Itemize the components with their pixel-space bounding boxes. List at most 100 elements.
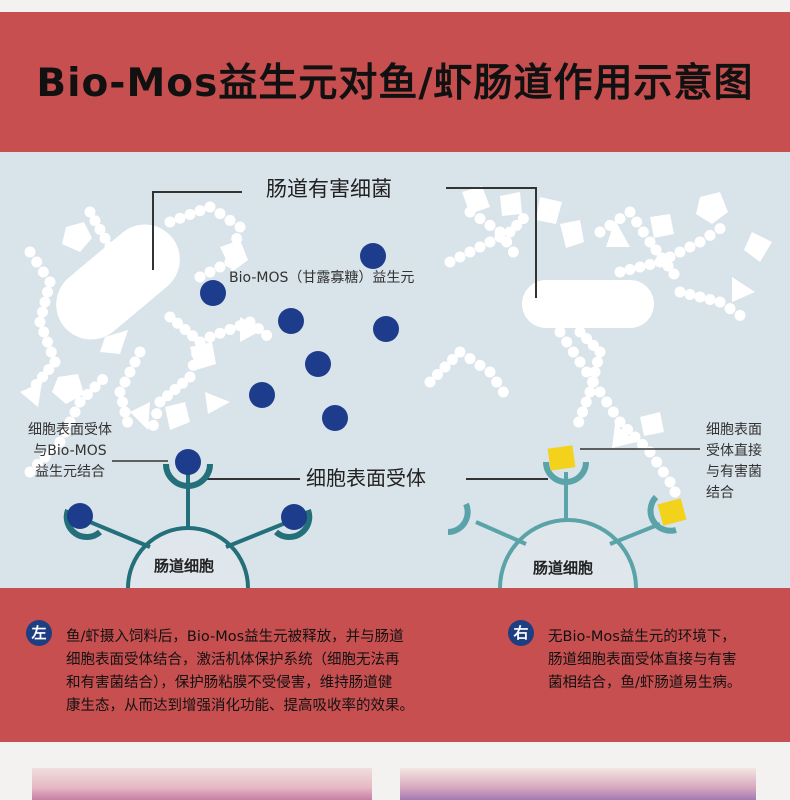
bacteria-bead <box>662 260 674 272</box>
pentagon-fragment <box>62 222 92 252</box>
bacteria-bead <box>637 439 648 450</box>
right-note-line-4: 结合 <box>706 485 734 501</box>
bacteria-fragments <box>20 186 772 448</box>
bacteria-bead <box>491 376 503 388</box>
bacteria-bead <box>594 386 606 398</box>
left-description-line: 康生态，从而达到增强消化功能、提高吸收率的效果。 <box>66 698 414 714</box>
bacteria-bead <box>657 466 669 478</box>
bacteria-bead <box>37 371 48 383</box>
right-description-line: 肠道细胞表面受体直接与有害 <box>548 652 737 668</box>
triangle-fragment <box>130 402 150 430</box>
square-fragment <box>650 214 674 238</box>
left-note-line-2: 与Bio-MOS <box>33 443 107 459</box>
triangle-fragment <box>732 277 755 302</box>
bacteria-bead <box>624 264 636 275</box>
bound-prebiotic-right <box>281 504 307 530</box>
bacteria-bead <box>38 326 50 338</box>
prebiotic-dot <box>305 351 331 377</box>
bacteria-bead <box>24 466 36 478</box>
bacteria-bead <box>454 251 466 263</box>
bacteria-bead <box>204 266 216 278</box>
bacteria-bead <box>734 309 746 321</box>
bacteria-bead <box>464 246 476 258</box>
bacteria-bead <box>122 416 133 428</box>
bacteria-chains <box>24 201 746 498</box>
triangle-fragment <box>205 392 230 414</box>
right-note-line-2: 受体直接 <box>706 443 762 459</box>
bacteria-bead <box>573 416 585 428</box>
bacteria-bead <box>42 286 53 298</box>
bacteria-bead <box>554 326 566 338</box>
bacteria-bead <box>714 223 726 235</box>
bacteria-bead <box>44 276 56 288</box>
bacteria-bead <box>129 356 141 368</box>
bacteria-bead <box>114 386 126 398</box>
bacteria-bead <box>164 216 176 228</box>
bacteria-bead <box>574 326 586 338</box>
pentagon-fragment <box>52 374 84 404</box>
left-intestinal-cell <box>63 449 313 588</box>
prebiotic-dot <box>322 405 348 431</box>
bacteria-bead <box>172 317 183 329</box>
bacteria-bead <box>424 376 436 388</box>
bacteria-bead <box>601 396 613 408</box>
bacteria-bead <box>669 486 681 498</box>
bacteria-bead <box>581 333 593 345</box>
bacteria-bead <box>644 446 656 458</box>
bacteria-bead <box>94 224 106 235</box>
bacteria-bead <box>694 291 706 303</box>
bacteria-bead <box>634 261 646 273</box>
page-title: Bio-Mos益生元对鱼/虾肠道作用示意图 <box>36 61 754 106</box>
bacteria-bead <box>124 366 136 378</box>
bacteria-bead <box>622 424 633 435</box>
bacteria-bead <box>637 226 649 238</box>
right-note-line-1: 细胞表面 <box>706 422 762 438</box>
bacteria-bead <box>179 324 191 335</box>
bacteria-bead <box>37 266 49 278</box>
bacteria-bead <box>54 436 66 448</box>
right-intestinal-cell <box>447 445 687 588</box>
bacteria-bead <box>484 236 496 248</box>
bacteria-bead <box>214 208 226 220</box>
bacteria-bead <box>484 219 496 231</box>
bacteria-bead <box>474 241 486 253</box>
bacteria-bead <box>69 406 81 418</box>
bound-prebiotic-center <box>175 449 201 475</box>
pentagon-fragment <box>696 192 728 224</box>
bacteria-bead <box>119 376 131 388</box>
micrograph-left <box>32 768 372 800</box>
bacteria-bead <box>501 236 513 248</box>
bacteria-bead <box>119 406 131 418</box>
bacteria-bead <box>204 201 216 213</box>
bacteria-bead <box>607 406 619 418</box>
right-description-line: 无Bio-Mos益生元的环境下， <box>548 629 736 645</box>
bacteria-bead <box>89 381 101 393</box>
triangle-fragment <box>612 424 636 448</box>
harmful-binding-center <box>547 445 576 471</box>
bacteria-bead <box>194 271 206 283</box>
bacteria-bead <box>454 346 466 358</box>
diagram-panel: 肠道有害细菌 Bio-MOS（甘露寡糖）益生元 细胞表面受体 细胞表面受体 与B… <box>0 152 790 588</box>
square-fragment <box>165 402 190 430</box>
bacteria-bead <box>651 456 663 468</box>
prebiotic-dot <box>278 308 304 334</box>
bacteria-bead <box>714 296 726 308</box>
bacteria-bead <box>154 396 166 408</box>
bacteria-bead <box>439 361 451 373</box>
micrograph-right <box>400 768 756 800</box>
bacteria-bead <box>464 353 476 365</box>
left-description-line: 和有害菌结合），保护肠粘膜不受侵害，维持肠道健 <box>66 675 393 691</box>
bacteria-bead <box>99 232 111 244</box>
bacteria-bead <box>169 384 181 395</box>
bacteria-bead <box>644 259 656 270</box>
prebiotic-dot <box>200 280 226 306</box>
left-note: 细胞表面受体 与Bio-MOS 益生元结合 <box>22 420 118 483</box>
bacteria-bead <box>494 226 506 238</box>
square-fragment <box>536 197 562 224</box>
bacteria-bead <box>184 209 196 220</box>
bacteria-bead <box>574 356 586 368</box>
triangle-fragment <box>20 382 42 407</box>
diagram-illustration <box>20 186 772 588</box>
receptor-center-label: 细胞表面受体 <box>306 466 426 490</box>
prebiotic-dot <box>249 382 275 408</box>
